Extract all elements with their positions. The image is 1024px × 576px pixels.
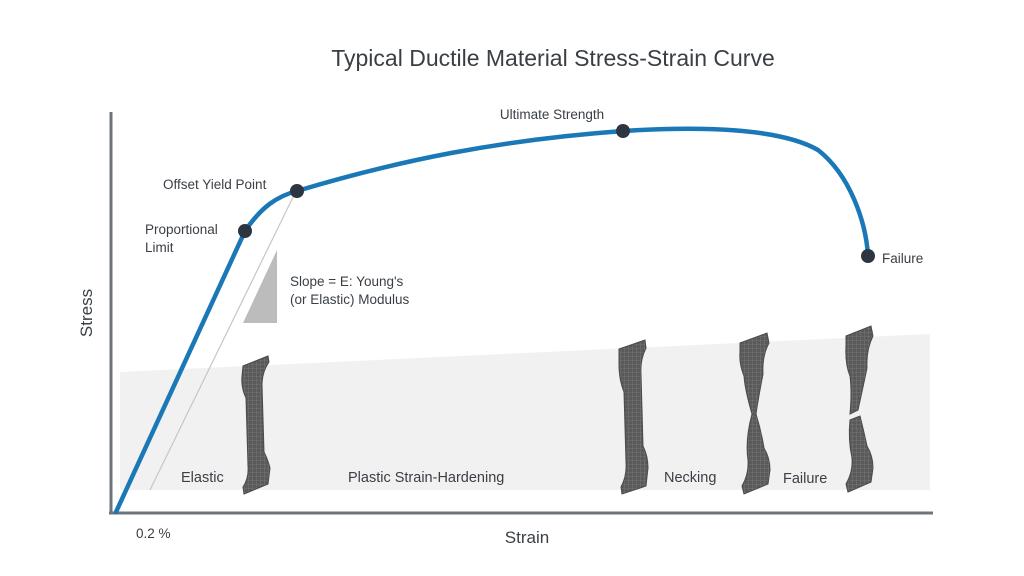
y-axis-label: Stress bbox=[77, 289, 96, 337]
proportional-limit-label-line2: Limit bbox=[145, 240, 174, 255]
ultimate-strength-label: Ultimate Strength bbox=[500, 107, 604, 122]
offset-line bbox=[149, 190, 297, 491]
specimen-elastic bbox=[241, 355, 271, 495]
offset-yield-point bbox=[290, 184, 304, 198]
region-band bbox=[120, 334, 930, 490]
proportional-limit-label-line1: Proportional bbox=[145, 222, 218, 237]
failure-point bbox=[861, 249, 875, 263]
chart-title: Typical Ductile Material Stress-Strain C… bbox=[331, 45, 775, 71]
proportional-limit-point bbox=[238, 224, 252, 238]
offset-yield-point-label: Offset Yield Point bbox=[163, 177, 267, 192]
ultimate-strength-point bbox=[616, 124, 630, 138]
slope-triangle bbox=[243, 250, 277, 323]
offset-strain-label: 0.2 % bbox=[136, 526, 171, 541]
region-label-elastic: Elastic bbox=[181, 470, 224, 486]
slope-note-line1: Slope = E: Young's bbox=[290, 274, 404, 289]
region-label-plastic: Plastic Strain-Hardening bbox=[348, 470, 504, 486]
specimen-plastic bbox=[618, 339, 649, 495]
region-label-necking: Necking bbox=[664, 470, 716, 486]
specimen-failure bbox=[845, 325, 874, 493]
x-axis-label: Strain bbox=[505, 528, 549, 547]
region-label-failure: Failure bbox=[783, 471, 827, 487]
failure-point-label: Failure bbox=[882, 251, 923, 266]
specimen-necking bbox=[739, 332, 771, 495]
slope-note-line2: (or Elastic) Modulus bbox=[290, 292, 410, 307]
